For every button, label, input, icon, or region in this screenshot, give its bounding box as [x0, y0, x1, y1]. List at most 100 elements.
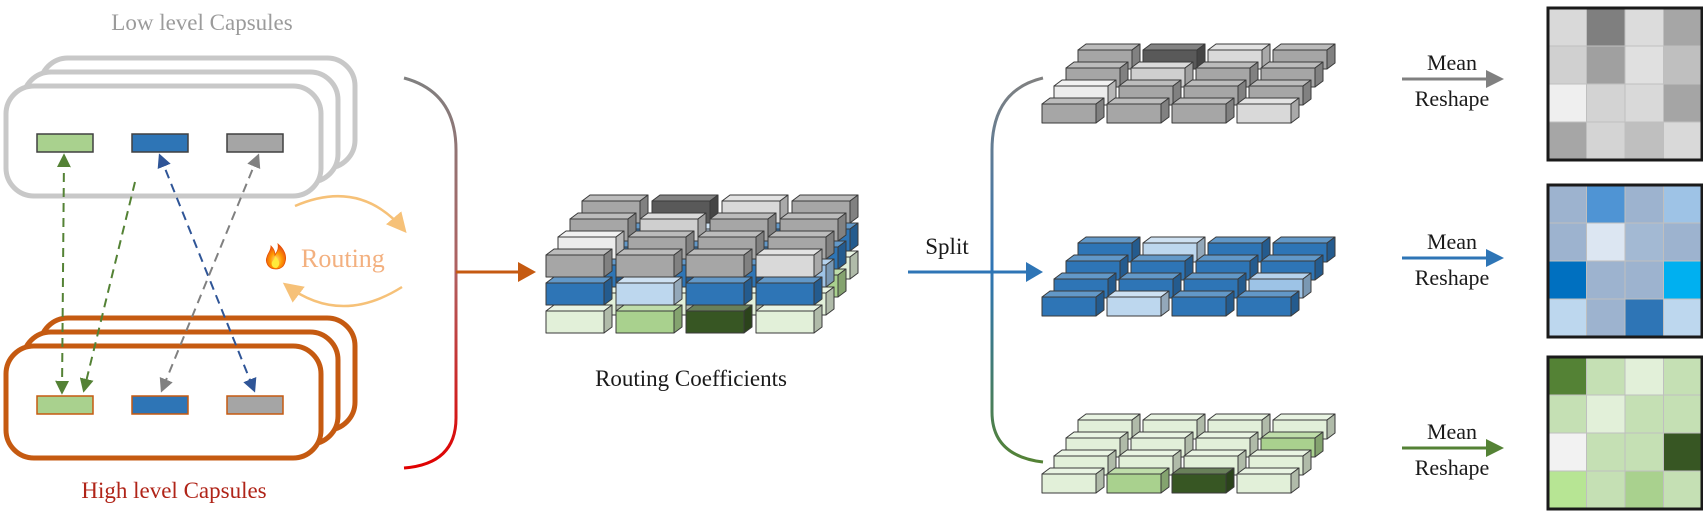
- heatmap-gray-frame: [1546, 6, 1703, 162]
- heatmap-gray-cell: [1624, 7, 1664, 47]
- heatmap-green-cell: [1547, 470, 1587, 510]
- heatmap-gray-cell: [1586, 83, 1626, 123]
- mean-reshape-blue: Mean Reshape: [1402, 229, 1504, 290]
- coeff-blue-block: [615, 276, 683, 306]
- gray-layer-blocks: [1041, 43, 1336, 124]
- heatmap-green-cell: [1586, 394, 1626, 434]
- blue-layer-block: [1171, 290, 1235, 317]
- green-layer-block: [1171, 467, 1235, 494]
- heatmap-blue-cell: [1586, 184, 1626, 224]
- mean-label-gray: Mean: [1427, 50, 1477, 75]
- coeff-green-block: [615, 304, 683, 334]
- heatmap-gray-cell: [1547, 45, 1587, 85]
- gray-layer-block: [1236, 97, 1300, 124]
- heatmap-gray: [1546, 6, 1703, 162]
- heatmap-green-cell: [1547, 432, 1587, 472]
- blue-layer-block: [1106, 290, 1170, 317]
- arrow-icon-gray: [1486, 70, 1504, 88]
- coeff-gray-block: [685, 248, 753, 278]
- heatmap-green-cell: [1586, 356, 1626, 396]
- heatmap-green-cell: [1624, 394, 1664, 434]
- low-level-capsules: Low level Capsules: [3, 10, 358, 199]
- heatmap-blue-cell: [1624, 298, 1664, 338]
- merge-bracket: [403, 76, 536, 470]
- dashed-arrow-green-vertical: [55, 153, 71, 395]
- heatmap-blue-cell: [1586, 222, 1626, 262]
- mean-label-green: Mean: [1427, 419, 1477, 444]
- reshape-label-blue: Reshape: [1415, 265, 1490, 290]
- heatmap-green-cell: [1663, 394, 1703, 434]
- heatmap-gray-cell: [1663, 83, 1703, 123]
- low-capsule-green: [36, 133, 94, 153]
- heatmap-gray-cell: [1624, 121, 1664, 161]
- high-capsule-green: [36, 395, 94, 415]
- heatmap-green-cell: [1586, 470, 1626, 510]
- green-layer-block: [1041, 467, 1105, 494]
- heatmap-gray-cell: [1624, 45, 1664, 85]
- coeff-gray-block: [545, 248, 613, 278]
- coeff-gray-block: [755, 248, 823, 278]
- mean-label-blue: Mean: [1427, 229, 1477, 254]
- dashed-arrow-gray: [159, 153, 261, 393]
- low-capsule-gray: [226, 133, 284, 153]
- routing-loop: Routing: [266, 194, 407, 308]
- heatmap-gray-cell: [1663, 7, 1703, 47]
- heatmap-green-cell: [1624, 432, 1664, 472]
- heatmap-green-cell: [1624, 356, 1664, 396]
- heatmap-blue-cell: [1547, 222, 1587, 262]
- coeff-green-block: [755, 304, 823, 334]
- reshape-label-green: Reshape: [1415, 455, 1490, 480]
- heatmap-gray-cell: [1624, 83, 1664, 123]
- heatmap-gray-cell: [1586, 45, 1626, 85]
- blue-layer-blocks: [1041, 236, 1336, 317]
- green-layer-block: [1106, 467, 1170, 494]
- heatmap-green-cell: [1624, 470, 1664, 510]
- routing-arc-bottom: [282, 282, 403, 308]
- arrow-icon-green: [1486, 439, 1504, 457]
- gray-layer-block: [1041, 97, 1105, 124]
- heatmap-gray-cell: [1547, 7, 1587, 47]
- dashed-arrow-green-diagonal: [79, 181, 136, 393]
- heatmap-gray-cell: [1586, 121, 1626, 161]
- heatmap-green-frame: [1546, 355, 1703, 511]
- low-capsule-blue: [131, 133, 189, 153]
- fire-icon: [266, 242, 286, 270]
- heatmap-blue-cell: [1624, 222, 1664, 262]
- heatmap-gray-cell: [1547, 121, 1587, 161]
- routing-arc-top: [294, 194, 407, 234]
- blue-layer-block: [1236, 290, 1300, 317]
- heatmap-green-cell: [1547, 356, 1587, 396]
- arrow-icon-blue: [1486, 249, 1504, 267]
- heatmap-green-cell: [1586, 432, 1626, 472]
- heatmap-blue-cell: [1586, 260, 1626, 300]
- coeff-green-block: [545, 304, 613, 334]
- high-level-capsules: High level Capsules: [3, 315, 358, 503]
- gray-layer-block: [1106, 97, 1170, 124]
- high-level-title: High level Capsules: [81, 478, 266, 503]
- heatmap-gray-cell: [1663, 45, 1703, 85]
- low-level-title: Low level Capsules: [111, 10, 292, 35]
- heatmap-blue-cell: [1547, 260, 1587, 300]
- coeff-green-block: [685, 304, 753, 334]
- heatmap-blue-cell: [1663, 260, 1703, 300]
- high-capsule-gray: [226, 395, 284, 415]
- split-bracket-curve: [990, 76, 1044, 464]
- coeff-gray-block: [615, 248, 683, 278]
- heatmap-blue-cell: [1547, 298, 1587, 338]
- blue-layer-block: [1041, 290, 1105, 317]
- routing-label: Routing: [301, 244, 385, 273]
- routing-coefficients-label: Routing Coefficients: [595, 366, 787, 391]
- heatmap-green-cell: [1547, 394, 1587, 434]
- routing-arrows: [55, 153, 261, 395]
- split-label: Split: [925, 234, 969, 259]
- heatmap-green: [1546, 355, 1703, 511]
- heatmap-green-cell: [1663, 356, 1703, 396]
- heatmap-gray-cell: [1586, 7, 1626, 47]
- heatmap-gray-cell: [1547, 83, 1587, 123]
- heatmap-blue-cell: [1547, 184, 1587, 224]
- heatmap-gray-cell: [1663, 121, 1703, 161]
- heatmap-blue-cell: [1624, 184, 1664, 224]
- coeff-blue-block: [755, 276, 823, 306]
- green-layer-blocks: [1041, 413, 1336, 494]
